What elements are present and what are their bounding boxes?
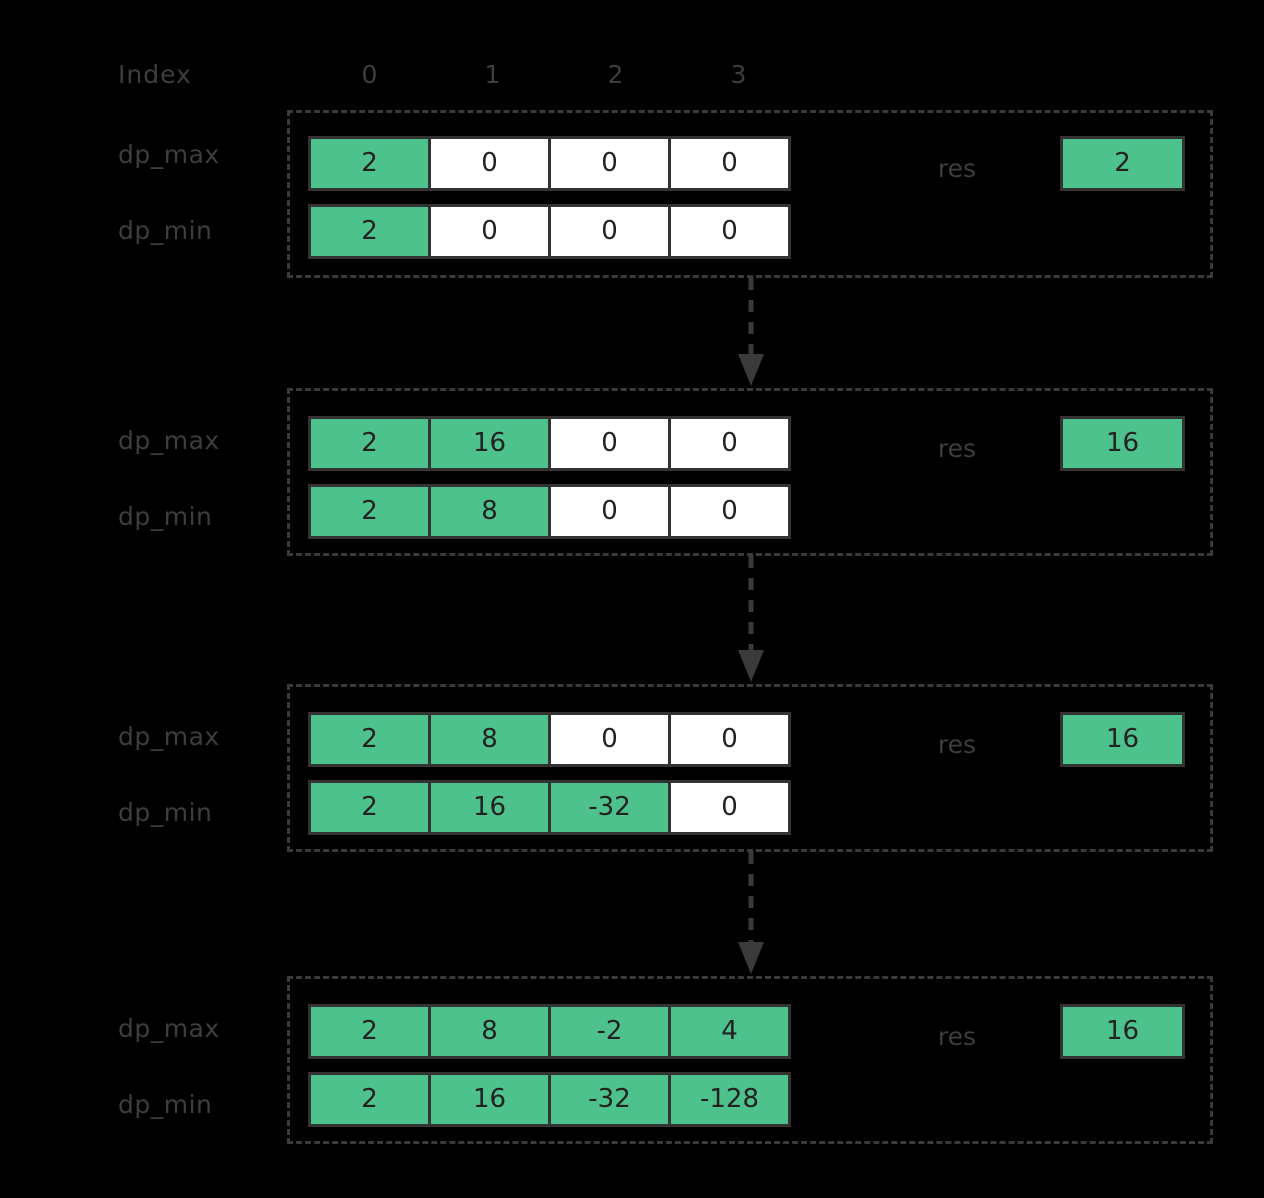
step-1-res-value: 16 <box>1060 416 1185 471</box>
cell: 0 <box>671 783 788 832</box>
cell: -32 <box>551 783 671 832</box>
step-3-dp-min-label: dp_min <box>118 1090 213 1119</box>
cell: 0 <box>431 139 551 188</box>
step-0-res-label: res <box>937 154 977 183</box>
step-1-dp-max-label: dp_max <box>118 426 220 455</box>
connector-step1-step2 <box>736 556 766 684</box>
step-0-dp-min-array: 2 0 0 0 <box>308 204 791 259</box>
cell: 0 <box>551 487 671 536</box>
index-column-0: 0 <box>361 60 378 89</box>
index-column-1: 1 <box>484 60 501 89</box>
cell: 2 <box>311 139 431 188</box>
step-2-dp-max-label: dp_max <box>118 722 220 751</box>
cell: 2 <box>311 207 431 256</box>
cell: 0 <box>671 207 788 256</box>
cell: 0 <box>671 139 788 188</box>
step-1-dp-max-array: 2 16 0 0 <box>308 416 791 471</box>
step-3-dp-min-array: 2 16 -32 -128 <box>308 1072 791 1127</box>
cell: 0 <box>671 487 788 536</box>
cell: 2 <box>311 1007 431 1056</box>
step-0-dp-max-label: dp_max <box>118 140 220 169</box>
cell: -2 <box>551 1007 671 1056</box>
cell: 8 <box>431 487 551 536</box>
cell: 0 <box>431 207 551 256</box>
step-2-dp-min-array: 2 16 -32 0 <box>308 780 791 835</box>
cell: 0 <box>671 419 788 468</box>
index-header-label: Index <box>118 60 192 89</box>
step-0-res-value: 2 <box>1060 136 1185 191</box>
cell: 8 <box>431 715 551 764</box>
step-3-dp-max-array: 2 8 -2 4 <box>308 1004 791 1059</box>
step-2-res-value: 16 <box>1060 712 1185 767</box>
cell: 2 <box>311 715 431 764</box>
step-3-dp-max-label: dp_max <box>118 1014 220 1043</box>
step-2-dp-min-label: dp_min <box>118 798 213 827</box>
cell: 0 <box>671 715 788 764</box>
step-block-3 <box>287 976 1213 1144</box>
step-2-dp-max-array: 2 8 0 0 <box>308 712 791 767</box>
connector-step2-step3 <box>736 852 766 976</box>
connector-step0-step1 <box>736 278 766 388</box>
step-3-res-label: res <box>937 1022 977 1051</box>
cell: 2 <box>311 783 431 832</box>
cell: 4 <box>671 1007 788 1056</box>
step-0-dp-min-label: dp_min <box>118 216 213 245</box>
step-0-dp-max-array: 2 0 0 0 <box>308 136 791 191</box>
step-3-res-value: 16 <box>1060 1004 1185 1059</box>
step-block-2 <box>287 684 1213 852</box>
step-1-dp-min-label: dp_min <box>118 502 213 531</box>
cell: 0 <box>551 715 671 764</box>
cell: 0 <box>551 139 671 188</box>
cell: 16 <box>431 419 551 468</box>
cell: 2 <box>311 487 431 536</box>
cell: 0 <box>551 207 671 256</box>
cell: 0 <box>551 419 671 468</box>
index-column-2: 2 <box>607 60 624 89</box>
cell: 8 <box>431 1007 551 1056</box>
cell: 2 <box>311 1075 431 1124</box>
cell: -32 <box>551 1075 671 1124</box>
step-1-res-label: res <box>937 434 977 463</box>
cell: 16 <box>431 1075 551 1124</box>
index-header-row: Index 0 1 2 3 <box>0 55 1264 95</box>
step-1-dp-min-array: 2 8 0 0 <box>308 484 791 539</box>
cell: -128 <box>671 1075 788 1124</box>
step-2-res-label: res <box>937 730 977 759</box>
step-block-1 <box>287 388 1213 556</box>
index-column-3: 3 <box>730 60 747 89</box>
step-block-0 <box>287 110 1213 278</box>
cell: 16 <box>431 783 551 832</box>
cell: 2 <box>311 419 431 468</box>
